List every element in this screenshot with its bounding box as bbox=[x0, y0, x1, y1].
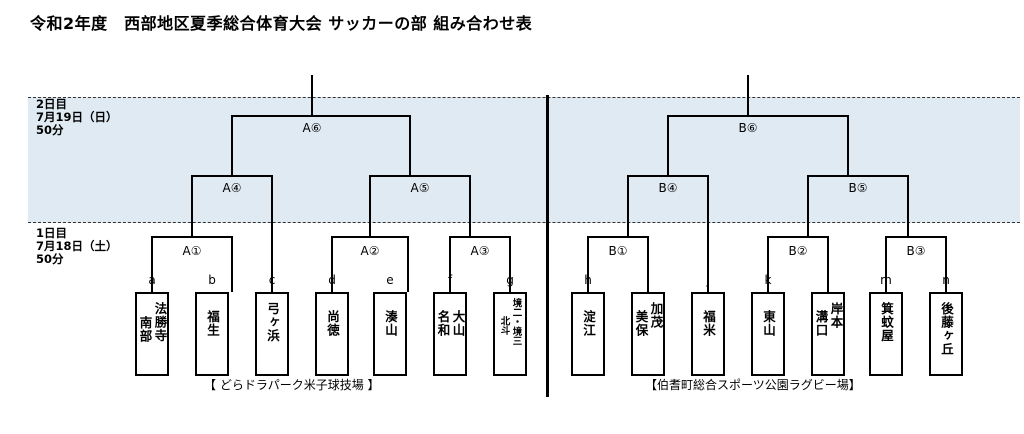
team-box-j: 福米 bbox=[691, 292, 725, 376]
team-name-i-col2: 美保 bbox=[633, 310, 649, 337]
team-name-m: 箕蚊屋 bbox=[879, 302, 894, 343]
bracket-line-b5 bbox=[807, 175, 909, 237]
day1-label: 1日目 7月18日（土） 50分 bbox=[36, 227, 118, 266]
team-name-k: 東山 bbox=[761, 310, 776, 337]
slot-letter-m: m bbox=[880, 273, 892, 287]
venue-a: 【 どらドラパーク米子球技場 】 bbox=[204, 378, 380, 392]
team-name-j: 福米 bbox=[701, 310, 716, 337]
venue-b: 【伯耆町総合スポーツ公園ラグビー場】 bbox=[645, 378, 861, 392]
team-name-f-col1: 大山 bbox=[450, 310, 466, 337]
match-label-a1: A① bbox=[182, 244, 202, 258]
page-title: 令和2年度 西部地区夏季総合体育大会 サッカーの部 組み合わせ表 bbox=[30, 14, 533, 33]
team-name-f-col2: 名和 bbox=[435, 310, 451, 337]
team-name-c: 弓ヶ浜 bbox=[265, 302, 280, 343]
team-name-g-col2: 北斗 bbox=[498, 316, 510, 335]
team-box-k: 東山 bbox=[751, 292, 785, 376]
slot-letter-e: e bbox=[386, 273, 394, 287]
team-name-g-col1: 境二・境三 bbox=[510, 298, 522, 346]
bracket-line-b2 bbox=[767, 236, 829, 292]
team-name-a-col2: 南部 bbox=[137, 316, 153, 343]
match-label-a3: A③ bbox=[470, 244, 490, 258]
slot-letter-l: l bbox=[826, 273, 830, 287]
slot-letter-f: f bbox=[447, 273, 453, 287]
slot-letter-c: c bbox=[268, 273, 276, 287]
team-box-f: 大山 名和 bbox=[433, 292, 467, 376]
match-label-a5: A⑤ bbox=[410, 181, 430, 195]
match-label-b6: B⑥ bbox=[738, 121, 758, 135]
slot-letter-g: g bbox=[506, 273, 514, 287]
team-box-g: 境二・境三 北斗 bbox=[493, 292, 527, 376]
team-box-d: 尚徳 bbox=[315, 292, 349, 376]
day2-duration: 50分 bbox=[36, 123, 64, 137]
day2-date: 7月19日（日） bbox=[36, 110, 118, 124]
match-label-b4: B④ bbox=[658, 181, 678, 195]
day1-divider-line bbox=[28, 222, 1020, 223]
day2-band bbox=[28, 97, 1020, 223]
day1-duration: 50分 bbox=[36, 252, 64, 266]
match-label-b3: B③ bbox=[906, 244, 926, 258]
match-label-a2: A② bbox=[360, 244, 380, 258]
team-box-n: 後藤ヶ丘 bbox=[929, 292, 963, 376]
block-divider bbox=[546, 95, 549, 397]
day2-divider-line bbox=[28, 97, 1020, 98]
slot-letter-i: i bbox=[646, 273, 650, 287]
team-box-b: 福生 bbox=[195, 292, 229, 376]
slot-letter-j: j bbox=[706, 273, 710, 287]
team-name-d: 尚徳 bbox=[325, 310, 340, 337]
team-name-n: 後藤ヶ丘 bbox=[939, 302, 954, 356]
team-name-l-col2: 溝口 bbox=[813, 310, 829, 337]
day1-number: 1日目 bbox=[36, 226, 68, 240]
team-name-b: 福生 bbox=[205, 310, 220, 337]
slot-letter-n: n bbox=[942, 273, 950, 287]
slot-letter-h: h bbox=[584, 273, 592, 287]
match-label-b5: B⑤ bbox=[848, 181, 868, 195]
slot-letter-d: d bbox=[328, 273, 336, 287]
day2-number: 2日目 bbox=[36, 97, 68, 111]
bracket-line-a3 bbox=[449, 236, 511, 292]
slot-letter-a: a bbox=[148, 273, 156, 287]
bracket-line-b3 bbox=[885, 236, 947, 292]
bracket-line-b1 bbox=[587, 236, 649, 292]
team-box-a: 法勝寺 南部 bbox=[135, 292, 169, 376]
day2-label: 2日目 7月19日（日） 50分 bbox=[36, 98, 118, 137]
team-box-i: 加茂 美保 bbox=[631, 292, 665, 376]
team-box-c: 弓ヶ浜 bbox=[255, 292, 289, 376]
slot-letter-k: k bbox=[764, 273, 772, 287]
bracket-line-a6 bbox=[231, 115, 411, 176]
day1-date: 7月18日（土） bbox=[36, 239, 118, 253]
match-label-a4: A④ bbox=[222, 181, 242, 195]
bracket-line-a2 bbox=[331, 236, 409, 292]
team-name-a-col1: 法勝寺 bbox=[152, 302, 168, 343]
bracket-line-a5 bbox=[369, 175, 471, 237]
bracket-line-b6 bbox=[667, 115, 849, 176]
team-name-e: 湊山 bbox=[383, 310, 398, 337]
team-box-l: 岸本 溝口 bbox=[811, 292, 845, 376]
team-name-h: 淀江 bbox=[581, 310, 596, 337]
match-label-b2: B② bbox=[788, 244, 808, 258]
bracket-line-a4 bbox=[191, 175, 273, 292]
team-box-m: 箕蚊屋 bbox=[869, 292, 903, 376]
team-box-e: 湊山 bbox=[373, 292, 407, 376]
match-label-b1: B① bbox=[608, 244, 628, 258]
team-box-h: 淀江 bbox=[571, 292, 605, 376]
match-label-a6: A⑥ bbox=[302, 121, 322, 135]
slot-letter-b: b bbox=[208, 273, 216, 287]
team-name-i-col1: 加茂 bbox=[648, 302, 664, 329]
bracket-line-b4 bbox=[627, 175, 709, 292]
bracket-line-a1 bbox=[151, 236, 233, 292]
team-name-l-col1: 岸本 bbox=[828, 302, 844, 329]
